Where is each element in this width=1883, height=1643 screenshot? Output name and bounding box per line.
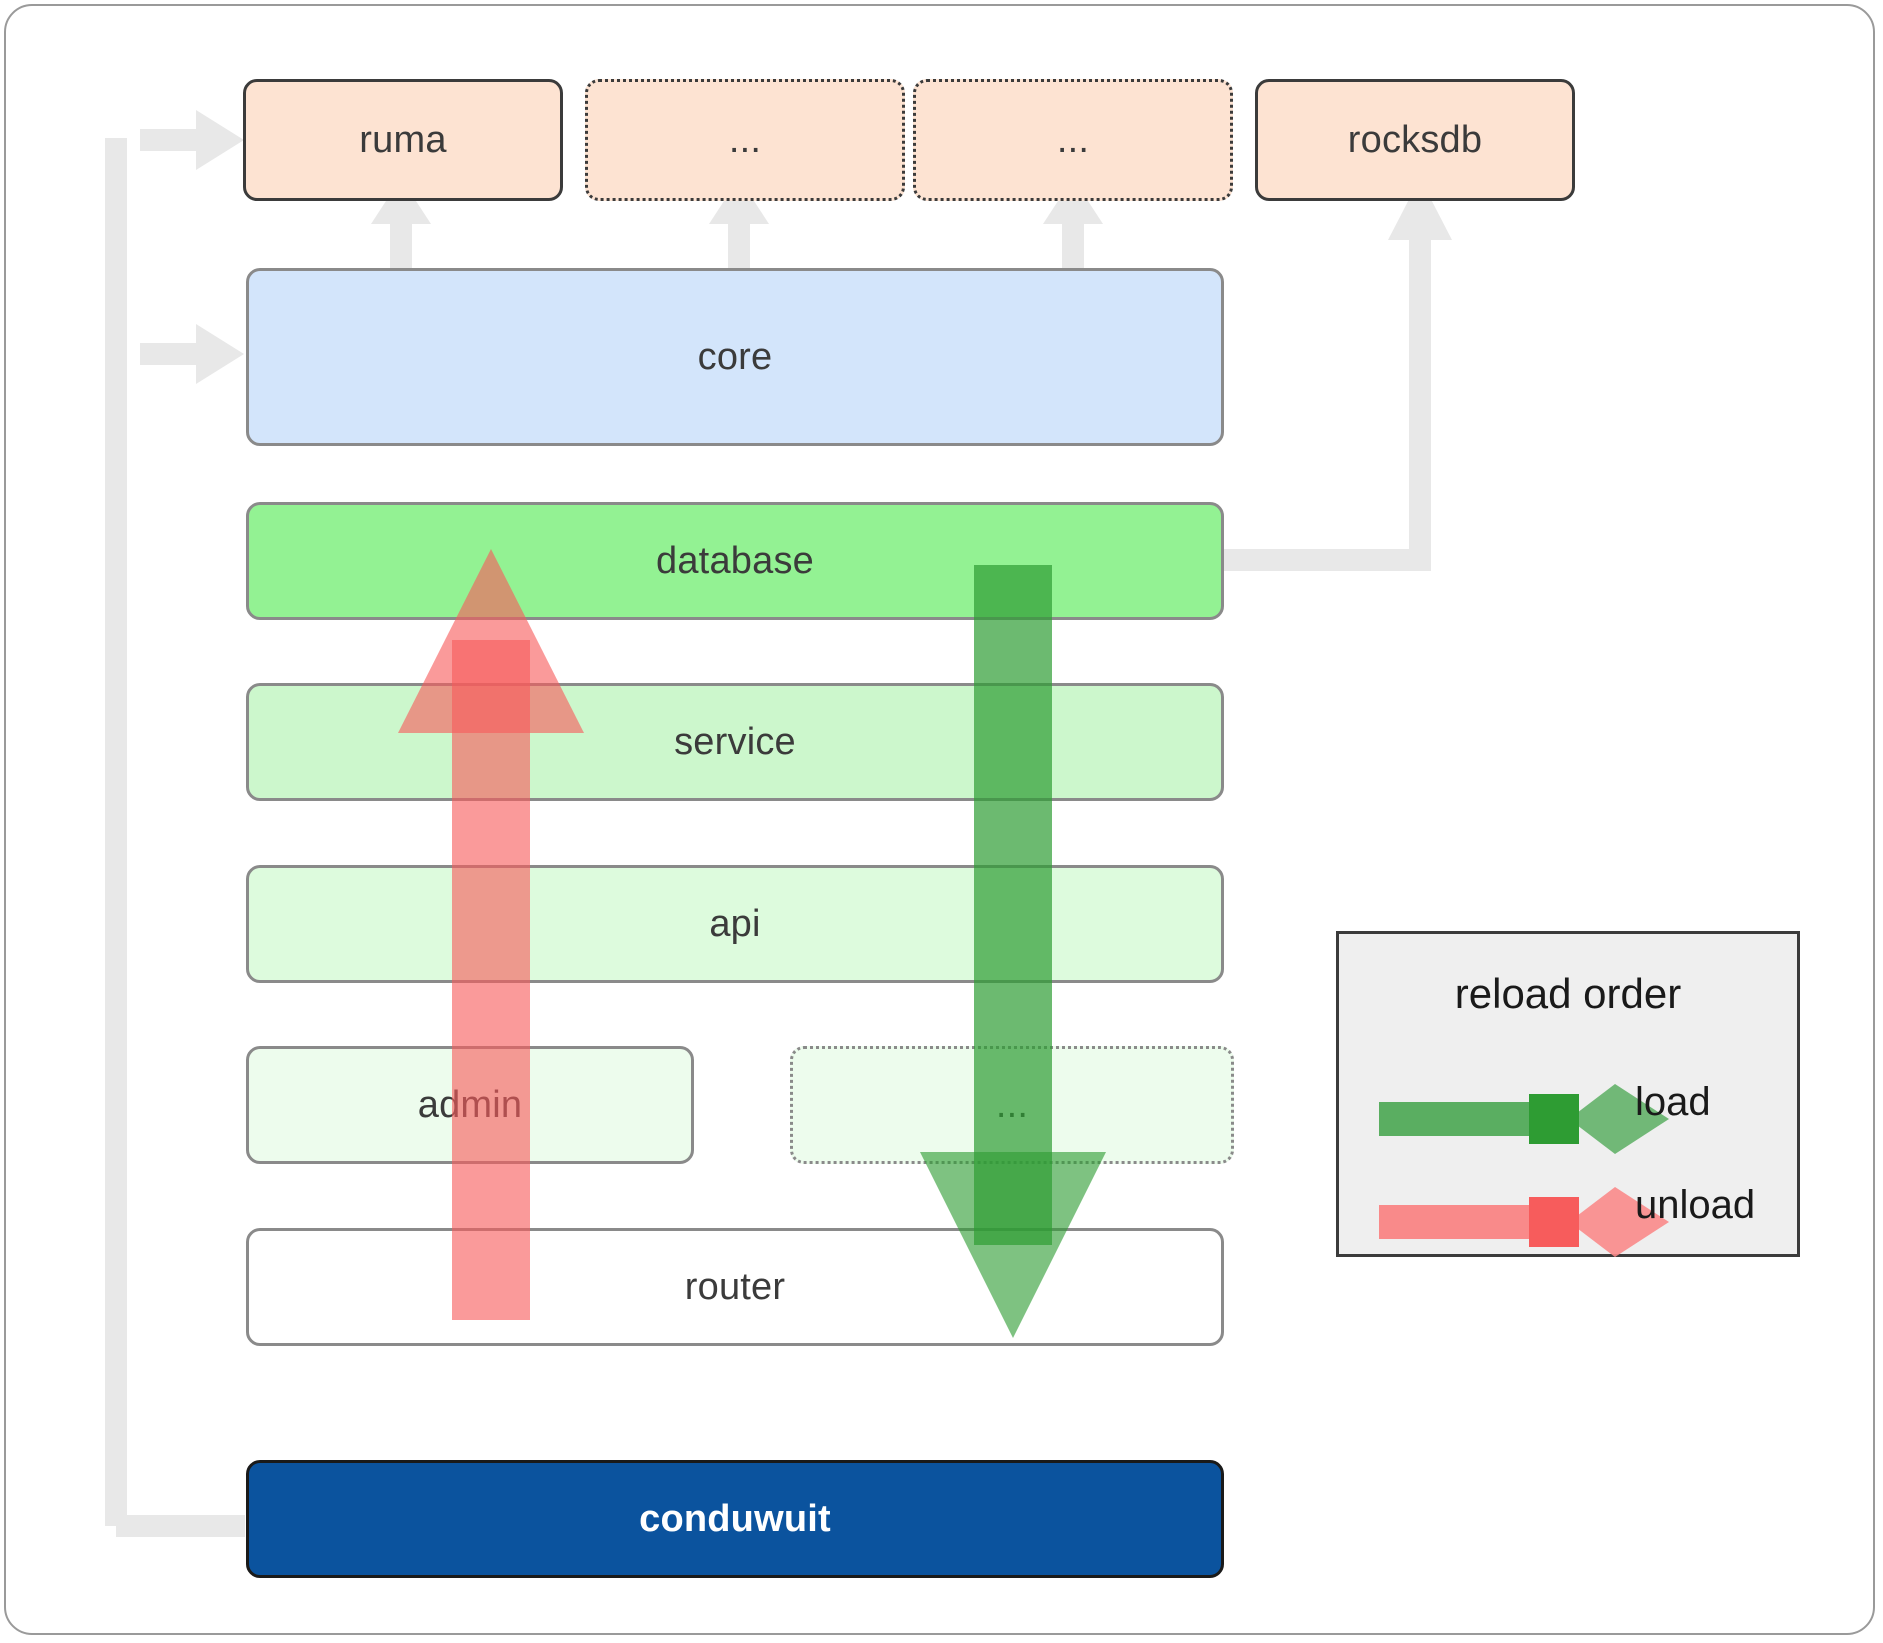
layer-label-more: ... bbox=[995, 1083, 1029, 1126]
layer-label-service: service bbox=[674, 720, 796, 763]
layer-box-router[interactable]: router bbox=[246, 1228, 1224, 1346]
layer-box-database[interactable]: database bbox=[246, 502, 1224, 620]
layer-box-service[interactable]: service bbox=[246, 683, 1224, 801]
legend-row-load: load bbox=[1339, 1074, 1797, 1164]
dependency-label-ruma: ruma bbox=[359, 118, 447, 161]
legend-unload-arrow-icon bbox=[1379, 1187, 1669, 1257]
legend-label-load: load bbox=[1635, 1080, 1711, 1124]
layer-box-api[interactable]: api bbox=[246, 865, 1224, 983]
application-box-conduwuit[interactable]: conduwuit bbox=[246, 1460, 1224, 1578]
layer-box-core[interactable]: core bbox=[246, 268, 1224, 446]
layer-box-admin[interactable]: admin bbox=[246, 1046, 694, 1164]
dependency-label-3: ... bbox=[1056, 118, 1090, 161]
dependency-label-rocksdb: rocksdb bbox=[1347, 118, 1483, 161]
legend-row-unload: unload bbox=[1339, 1177, 1797, 1267]
dependency-box-rocksdb[interactable]: rocksdb bbox=[1255, 79, 1575, 201]
layer-label-admin: admin bbox=[417, 1083, 523, 1126]
dependency-box-ruma[interactable]: ruma bbox=[243, 79, 563, 201]
legend-panel: reload order load unload bbox=[1336, 931, 1800, 1257]
legend-label-unload: unload bbox=[1635, 1183, 1756, 1227]
layer-label-router: router bbox=[684, 1265, 786, 1308]
dependency-box-2[interactable]: ... bbox=[585, 79, 905, 201]
dependency-label-2: ... bbox=[728, 118, 762, 161]
layer-label-database: database bbox=[656, 539, 814, 582]
legend-title: reload order bbox=[1454, 970, 1682, 1017]
diagram-frame bbox=[4, 4, 1875, 1635]
dependency-box-3[interactable]: ... bbox=[913, 79, 1233, 201]
layer-label-api: api bbox=[709, 902, 761, 945]
legend-load-arrow-icon bbox=[1379, 1084, 1669, 1154]
layer-label-core: core bbox=[697, 335, 773, 378]
application-label-conduwuit: conduwuit bbox=[639, 1497, 831, 1540]
layer-box-more[interactable]: ... bbox=[790, 1046, 1234, 1164]
